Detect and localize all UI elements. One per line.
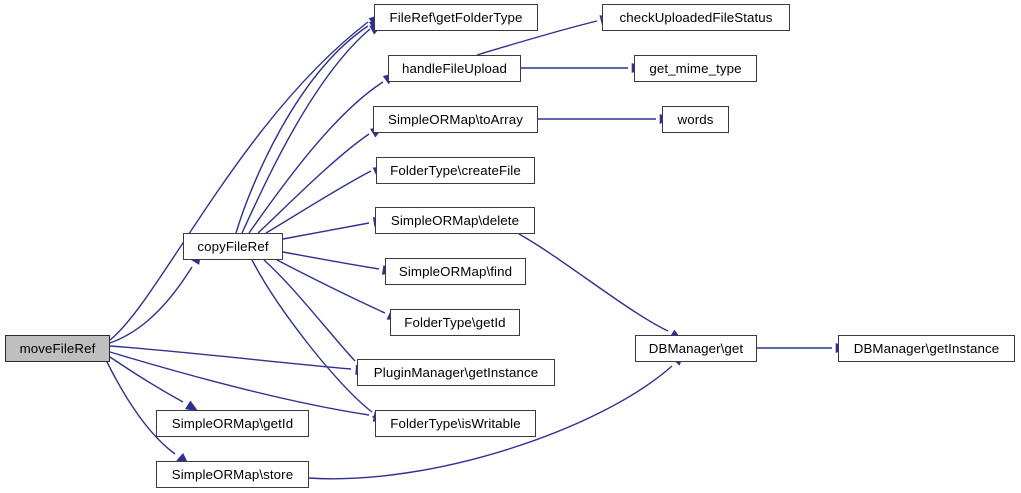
node-dbmanager-get[interactable]: DBManager\get bbox=[635, 335, 757, 362]
node-label: SimpleORMap\delete bbox=[390, 212, 520, 228]
edge-copy-file-ref-to-folder-type-is-writable bbox=[251, 259, 373, 413]
node-label: get_mime_type bbox=[649, 60, 742, 76]
node-label: DBManager\get bbox=[648, 340, 744, 356]
node-copy-file-ref[interactable]: copyFileRef bbox=[183, 233, 283, 260]
edge-move-file-ref-to-plugin-manager-get-instance bbox=[109, 345, 352, 370]
node-simple-ormap-store[interactable]: SimpleORMap\store bbox=[156, 461, 309, 488]
node-simple-ormap-to-array[interactable]: SimpleORMap\toArray bbox=[373, 106, 538, 133]
node-label: DBManager\getInstance bbox=[853, 340, 1000, 356]
node-label: FolderType\createFile bbox=[390, 162, 521, 178]
edge-handle-file-upload-to-check-uploaded-file-status bbox=[476, 20, 598, 56]
node-label: checkUploadedFileStatus bbox=[619, 9, 773, 25]
node-label: words bbox=[677, 111, 714, 127]
node-folder-type-create-file[interactable]: FolderType\createFile bbox=[376, 157, 535, 184]
edge-move-file-ref-to-simple-ormap-store bbox=[106, 361, 176, 455]
node-label: FileRef\getFolderType bbox=[389, 9, 523, 25]
edge-copy-file-ref-to-simple-ormap-delete bbox=[282, 222, 370, 240]
edge-simple-ormap-store-to-dbmanager-get bbox=[308, 365, 673, 480]
node-simple-ormap-delete[interactable]: SimpleORMap\delete bbox=[375, 207, 535, 234]
node-check-uploaded-file-status[interactable]: checkUploadedFileStatus bbox=[602, 4, 790, 31]
node-label: SimpleORMap\toArray bbox=[388, 111, 523, 127]
node-get-mime-type[interactable]: get_mime_type bbox=[634, 55, 757, 82]
edge-move-file-ref-to-file-ref-get-folder-type bbox=[109, 21, 369, 341]
edge-copy-file-ref-to-handle-file-upload bbox=[248, 81, 384, 234]
node-label: handleFileUpload bbox=[401, 60, 508, 76]
node-words[interactable]: words bbox=[662, 106, 729, 133]
edge-copy-file-ref-to-folder-type-get-id bbox=[276, 259, 386, 314]
edge-simple-ormap-delete-to-dbmanager-get bbox=[518, 233, 669, 332]
edge-move-file-ref-to-simple-ormap-get-id bbox=[109, 356, 184, 403]
node-move-file-ref[interactable]: moveFileRef bbox=[5, 335, 110, 362]
edge-copy-file-ref-to-folder-type-create-file bbox=[265, 170, 372, 234]
node-file-ref-get-folder-type[interactable]: FileRef\getFolderType bbox=[374, 4, 538, 31]
edge-copy-file-ref-to-simple-ormap-to-array bbox=[257, 133, 370, 234]
edge-copy-file-ref-to-simple-ormap-find bbox=[282, 251, 380, 270]
node-simple-ormap-get-id[interactable]: SimpleORMap\getId bbox=[156, 410, 309, 437]
edge-copy-file-ref-to-file-ref-get-folder-type-b bbox=[235, 25, 369, 234]
node-handle-file-upload[interactable]: handleFileUpload bbox=[388, 55, 521, 82]
node-simple-ormap-find[interactable]: SimpleORMap\find bbox=[385, 258, 526, 285]
node-label: FolderType\isWritable bbox=[390, 415, 521, 431]
node-label: copyFileRef bbox=[197, 238, 269, 254]
node-label: moveFileRef bbox=[19, 340, 96, 356]
node-folder-type-get-id[interactable]: FolderType\getId bbox=[390, 309, 520, 336]
node-plugin-manager-get-instance[interactable]: PluginManager\getInstance bbox=[357, 359, 555, 386]
edge-copy-file-ref-to-plugin-manager-get-instance bbox=[263, 259, 356, 362]
node-label: PluginManager\getInstance bbox=[373, 364, 539, 380]
node-label: SimpleORMap\find bbox=[398, 263, 513, 279]
edge-move-file-ref-to-folder-type-is-writable bbox=[109, 351, 370, 416]
edge-copy-file-ref-to-file-ref-get-folder-type bbox=[241, 28, 371, 234]
node-folder-type-is-writable[interactable]: FolderType\isWritable bbox=[375, 410, 536, 437]
node-dbmanager-get-instance[interactable]: DBManager\getInstance bbox=[838, 335, 1015, 362]
arrowhead-7 bbox=[185, 400, 199, 412]
node-label: SimpleORMap\store bbox=[171, 466, 294, 482]
edge-move-file-ref-to-copy-file-ref bbox=[109, 266, 193, 344]
node-label: SimpleORMap\getId bbox=[171, 415, 294, 431]
node-label: FolderType\getId bbox=[404, 314, 506, 330]
